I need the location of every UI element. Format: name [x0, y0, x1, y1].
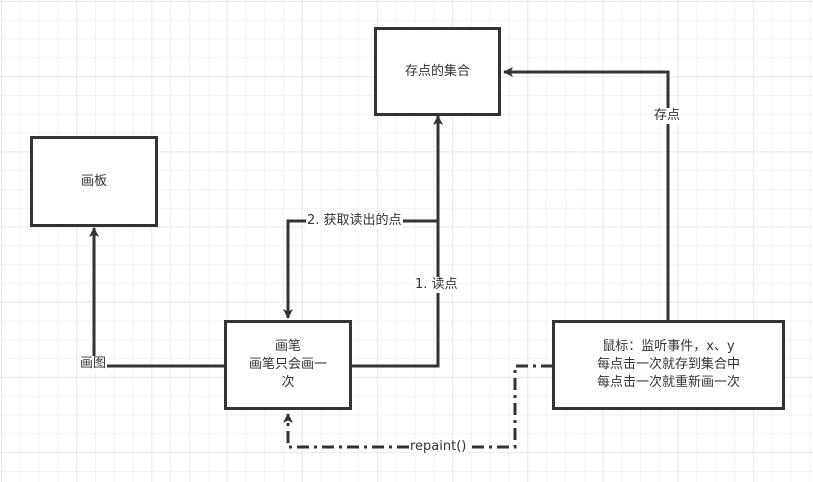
- edge-label-read-point: 1. 读点: [414, 277, 459, 293]
- node-mouse[interactable]: 鼠标：监听事件，x、y 每点击一次就存到集合中 每点击一次就重新画一次: [552, 320, 785, 410]
- node-pen-line: 次: [281, 375, 295, 390]
- edge-label-get-read-points: 2. 获取读出的点: [306, 213, 403, 229]
- edge-read-point: [351, 115, 443, 368]
- node-mouse-line: 鼠标：监听事件，x、y: [602, 339, 735, 354]
- node-point-collection[interactable]: 存点的集合: [374, 27, 501, 116]
- edge-label-repaint: repaint(): [409, 439, 468, 455]
- edge-get-read-points: [283, 219, 438, 319]
- edge-label-store-point: 存点: [653, 108, 682, 124]
- node-canvas[interactable]: 画板: [30, 136, 158, 227]
- node-mouse-line: 每点击一次就重新画一次: [596, 375, 740, 390]
- node-point-collection-label: 存点的集合: [404, 63, 470, 79]
- node-mouse-line: 每点击一次就存到集合中: [596, 357, 740, 372]
- node-pen-line: 画笔只会画一: [248, 357, 327, 372]
- edge-store-point: [503, 67, 670, 321]
- node-canvas-label: 画板: [80, 173, 107, 189]
- edge-label-draw-picture: 画图: [79, 356, 108, 372]
- node-pen[interactable]: 画笔 画笔只会画一 次: [224, 320, 352, 410]
- edge-repaint: [283, 364, 553, 449]
- node-pen-line: 画笔: [274, 339, 301, 354]
- edge-draw-picture: [89, 227, 225, 368]
